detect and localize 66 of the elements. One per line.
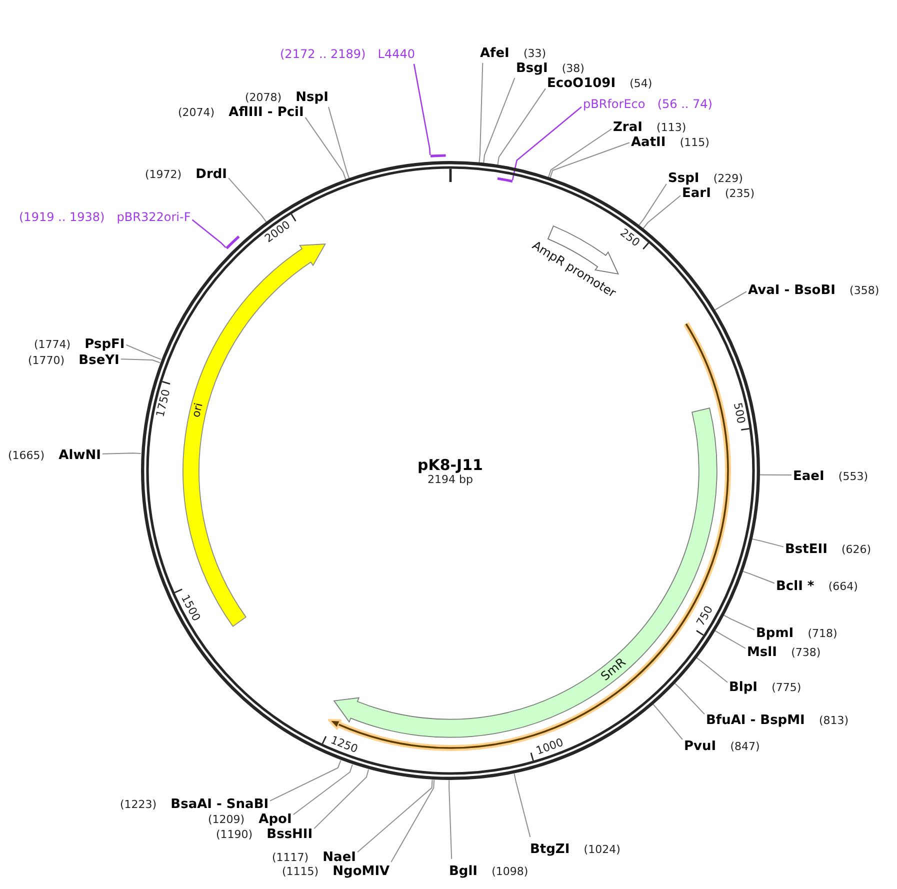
leader-line (638, 183, 667, 226)
enzyme-label: (1972) DrdI (145, 164, 228, 182)
sequence-feature (182, 242, 326, 628)
leader-line (550, 142, 630, 178)
enzyme-label: SspI (229) (668, 168, 743, 186)
leader-line (478, 62, 484, 164)
leader-line (742, 570, 775, 584)
enzyme-label: BpmI (718) (756, 622, 838, 642)
enzyme-label: EaeI (553) (793, 466, 868, 484)
enzyme-label: (1665) AlwNI (8, 444, 101, 464)
enzyme-label: AvaI - BsoBI (358) (748, 280, 880, 298)
scale-label: 1750 (154, 388, 174, 419)
leader-line (497, 88, 546, 166)
enzyme-label: BtgZI (1024) (530, 838, 620, 858)
enzyme-label: BclI * (664) (776, 576, 858, 594)
leader-line (228, 178, 267, 222)
enzyme-label: BlpI (775) (729, 676, 802, 696)
primer-mark (225, 235, 241, 250)
scale-label: 250 (618, 226, 642, 250)
leader-line (390, 779, 435, 863)
leader-line (751, 538, 784, 548)
enzyme-label: BstEII (626) (785, 538, 872, 558)
enzyme-label: MslI (738) (747, 642, 821, 660)
scale-label: 500 (730, 402, 747, 425)
leader-line (270, 760, 342, 802)
leader-line (483, 77, 516, 164)
leader-line (652, 704, 683, 740)
primer-mark (496, 177, 514, 183)
leader-line (413, 64, 431, 155)
leader-line (714, 630, 746, 649)
scale-label: 1500 (178, 592, 202, 624)
leader-line (512, 106, 582, 180)
leader-line (356, 779, 433, 853)
leader-line (102, 452, 142, 454)
feature-label: ori (190, 402, 206, 419)
enzyme-label: (1774) PspFI (34, 334, 125, 352)
enzyme-label: BglI (1098) (449, 860, 528, 880)
leader-line (292, 764, 353, 816)
leader-line (514, 773, 531, 838)
leader-line (714, 291, 747, 311)
plasmid-name: pK8-J11 (418, 457, 483, 474)
leader-line (758, 474, 792, 476)
leader-line (448, 780, 452, 860)
primer-label: (2172 .. 2189) L4440 (280, 44, 416, 62)
primer-label: (1919 .. 1938) pBR322ori-F (19, 207, 191, 226)
primer-label: pBRforEco (56 .. 74) (583, 94, 712, 112)
leader-line (120, 358, 160, 364)
leader-line (642, 195, 681, 230)
scale-label: 750 (694, 604, 716, 629)
leader-line (126, 344, 162, 360)
leader-line (696, 657, 728, 683)
enzyme-label: (1770) BseYI (28, 350, 120, 368)
leader-line (674, 682, 705, 715)
leader-line (304, 116, 346, 180)
primer-mark (428, 154, 447, 158)
enzyme-label: (1117) NaeI (272, 846, 356, 866)
plasmid-length: 2194 bp (428, 474, 473, 487)
scale-label: 1250 (328, 734, 360, 756)
enzyme-label: BfuAI - BspMI (813) (706, 710, 849, 728)
leader-line (314, 768, 370, 830)
enzyme-label: PvuI (847) (684, 736, 760, 754)
scale-label: 1000 (534, 736, 566, 758)
leader-line (723, 614, 755, 630)
leader-line (192, 219, 226, 248)
leader-line (548, 128, 612, 178)
leader-line (328, 106, 350, 179)
